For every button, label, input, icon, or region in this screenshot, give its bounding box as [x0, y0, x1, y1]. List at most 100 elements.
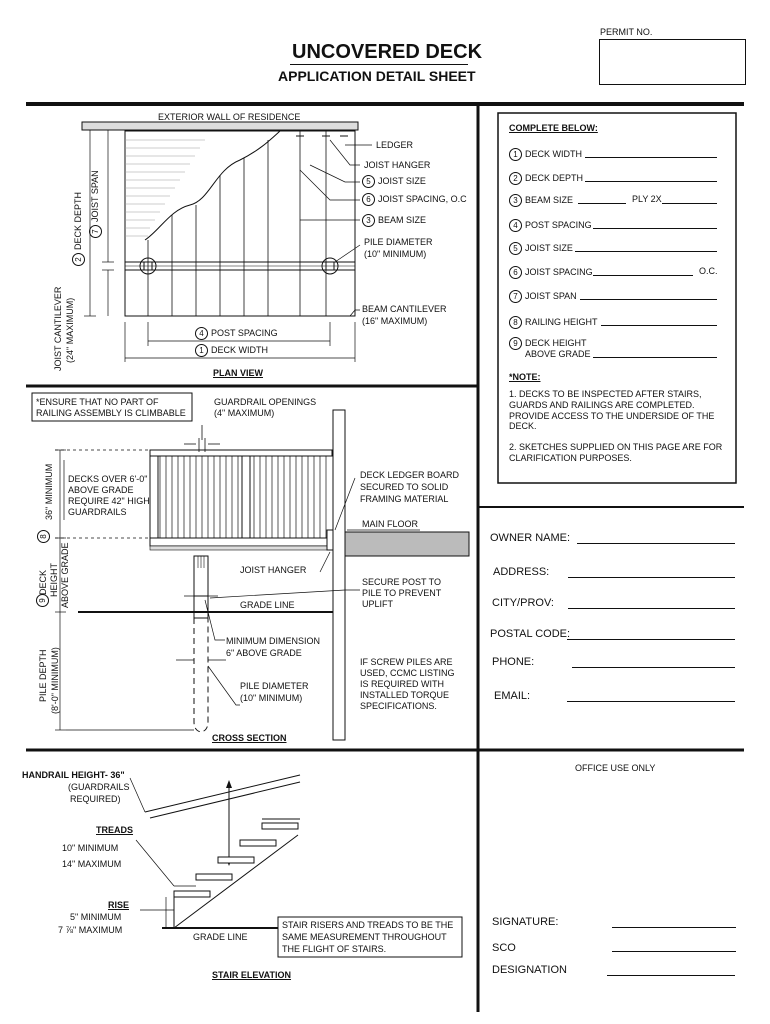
designation-input[interactable] [607, 975, 735, 976]
decks-over-note-2: ABOVE GRADE [68, 485, 134, 495]
beam-cantilever-label: BEAM CANTILEVER [362, 304, 447, 314]
plan-view-caption: PLAN VIEW [213, 368, 264, 378]
page-subtitle: APPLICATION DETAIL SHEET [278, 68, 476, 84]
page-title: UNCOVERED DECK [292, 41, 483, 63]
owner-name-input[interactable] [577, 543, 735, 544]
joist-span-input[interactable] [580, 299, 717, 300]
secure-post-label-2: PILE TO PREVENT [362, 588, 442, 598]
exterior-wall-label: EXTERIOR WALL OF RESIDENCE [158, 112, 301, 122]
joist-size-input[interactable] [575, 251, 717, 252]
pile-diameter-cs-label-1: PILE DIAMETER [240, 681, 309, 691]
complete-below-heading: COMPLETE BELOW: [509, 123, 598, 133]
deck-height-input[interactable] [593, 357, 717, 358]
ledger-label: LEDGER [376, 140, 414, 150]
treads-min-label: 10" MINIMUM [62, 843, 119, 853]
oc-label: O.C. [699, 266, 718, 276]
beam-size-input[interactable] [578, 203, 626, 204]
signature-label: SIGNATURE: [492, 916, 559, 928]
grade-line-cs-label: GRADE LINE [240, 600, 295, 610]
decks-over-note-4: GUARDRAILS [68, 507, 127, 517]
stair-note-3: THE FLIGHT OF STAIRS. [282, 944, 387, 954]
ply-input[interactable] [662, 203, 717, 204]
deck-width-input[interactable] [585, 157, 717, 158]
email-input[interactable] [567, 701, 735, 702]
address-input[interactable] [568, 577, 735, 578]
ledger-board-label-3: FRAMING MATERIAL [360, 494, 449, 504]
screw-piles-note-2: USED, CCMC LISTING [360, 668, 455, 678]
stair-elevation-caption: STAIR ELEVATION [212, 970, 292, 980]
permit-number-box[interactable] [599, 39, 746, 85]
sco-input[interactable] [612, 951, 736, 952]
title-underline [290, 64, 468, 65]
joist-hanger-label: JOIST HANGER [364, 160, 431, 170]
phone-input[interactable] [572, 667, 735, 668]
guardrail-openings-label: GUARDRAIL OPENINGS [214, 397, 317, 407]
note-heading: *NOTE: [509, 372, 541, 382]
ledger-board-label-2: SECURED TO SOLID [360, 482, 449, 492]
screw-piles-note-5: SPECIFICATIONS. [360, 701, 437, 711]
screw-piles-note-1: IF SCREW PILES ARE [360, 657, 453, 667]
sco-label: SCO [492, 942, 516, 954]
note-1: 1. DECKS TO BE INSPECTED AFTER STAIRS, G… [509, 389, 715, 432]
guardrail-openings-max-label: (4" MAXIMUM) [214, 408, 275, 418]
handrail-required-label: REQUIRED) [70, 794, 121, 804]
decks-over-note-3: REQUIRE 42" HIGH [68, 496, 150, 506]
city-prov-input[interactable] [568, 608, 735, 609]
ensure-note-1: *ENSURE THAT NO PART OF [36, 397, 159, 407]
above-grade-label: ABOVE GRADE [525, 349, 591, 359]
pile-diameter-min-label: (10" MINIMUM) [364, 249, 427, 259]
railing-height-input[interactable] [601, 325, 717, 326]
office-use-heading: OFFICE USE ONLY [575, 763, 656, 773]
deck-depth-input[interactable] [585, 181, 717, 182]
city-prov-label: CITY/PROV: [492, 597, 554, 609]
ensure-note-2: RAILING ASSEMBLY IS CLIMBABLE [36, 408, 186, 418]
treads-label: TREADS [96, 825, 134, 835]
postal-code-input[interactable] [567, 639, 735, 640]
address-label: ADDRESS: [493, 566, 550, 578]
treads-max-label: 14" MAXIMUM [62, 859, 122, 869]
email-label: EMAIL: [494, 690, 531, 702]
stair-note-1: STAIR RISERS AND TREADS TO BE THE [282, 920, 454, 930]
screw-piles-note-4: INSTALLED TORQUE [360, 690, 450, 700]
beam-cantilever-max-label: (16" MAXIMUM) [362, 316, 428, 326]
ply-label: PLY 2X [632, 194, 662, 204]
post-spacing-input[interactable] [593, 228, 717, 229]
rise-max-label: 7 ⅞" MAXIMUM [58, 925, 123, 935]
screw-piles-note-3: IS REQUIRED WITH [360, 679, 445, 689]
note-2: 2. SKETCHES SUPPLIED ON THIS PAGE ARE FO… [509, 442, 723, 463]
pile-diameter-label: PILE DIAMETER [364, 237, 433, 247]
ledger-board-label-1: DECK LEDGER BOARD [360, 470, 460, 480]
main-floor-label: MAIN FLOOR [362, 519, 419, 529]
designation-label: DESIGNATION [492, 964, 567, 976]
grade-line-stair-label: GRADE LINE [193, 932, 248, 942]
joist-hanger-cs-label: JOIST HANGER [240, 565, 307, 575]
signature-input[interactable] [612, 927, 736, 928]
min-dimension-label-1: MINIMUM DIMENSION [226, 636, 320, 646]
secure-post-label-1: SECURE POST TO [362, 577, 442, 587]
postal-code-label: POSTAL CODE: [490, 628, 571, 640]
joist-spacing-input[interactable] [593, 275, 693, 276]
handrail-height-label: HANDRAIL HEIGHT- 36" [22, 770, 125, 780]
owner-name-label: OWNER NAME: [490, 532, 571, 544]
rise-label: RISE [108, 900, 130, 910]
phone-label: PHONE: [492, 656, 535, 668]
stair-note-2: SAME MEASUREMENT THROUGHOUT [282, 932, 447, 942]
